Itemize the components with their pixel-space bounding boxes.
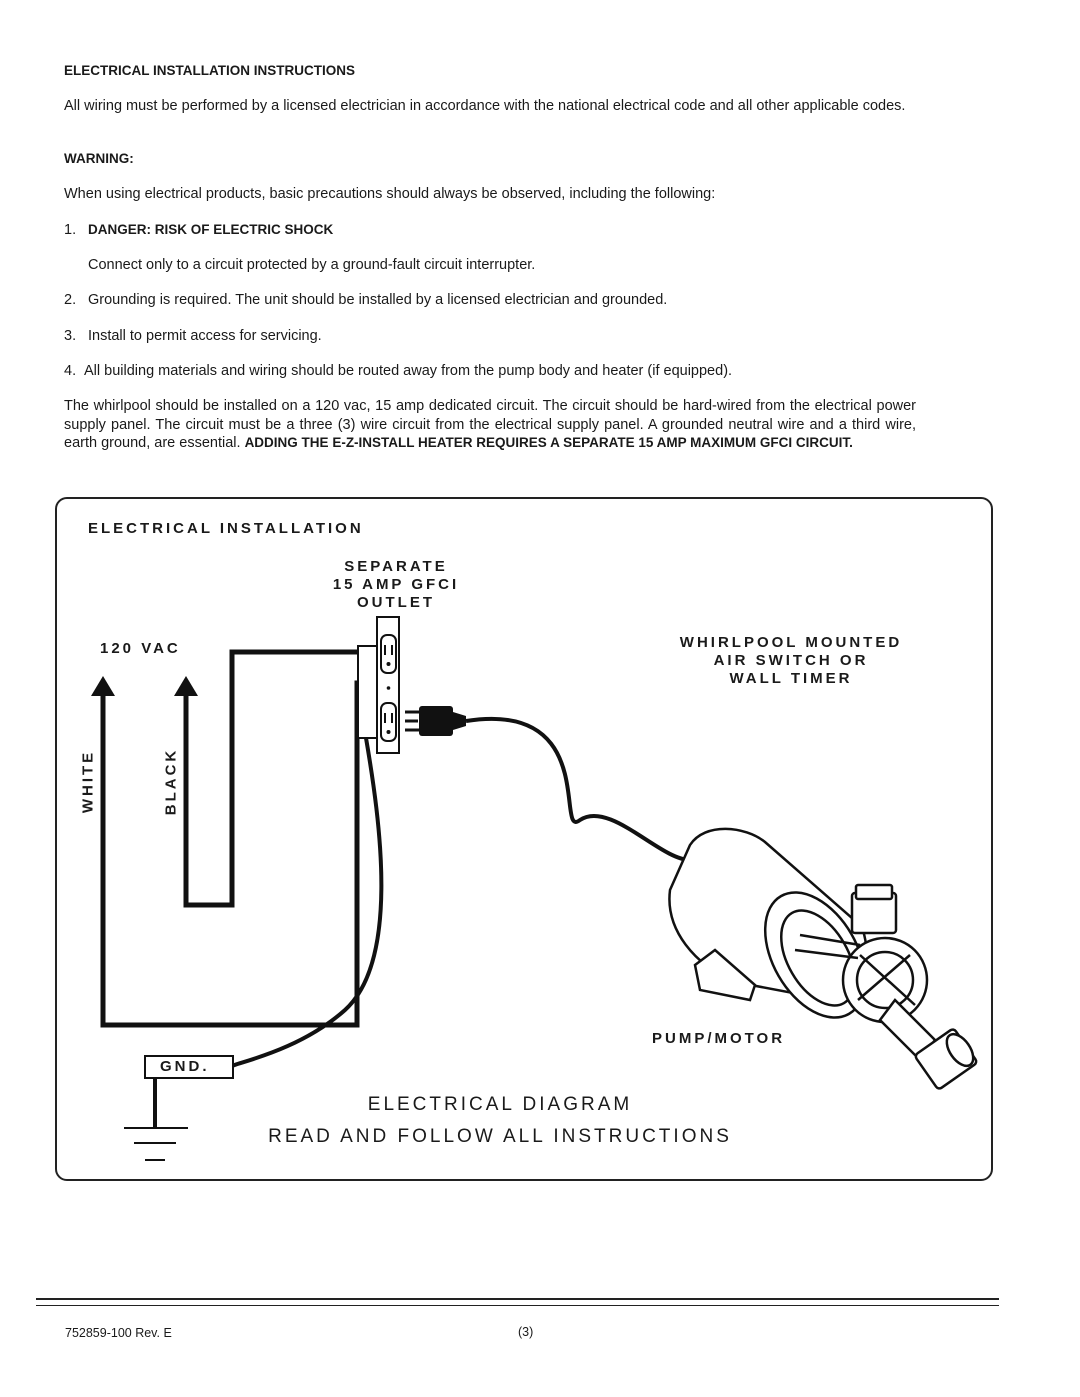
warning-text: When using electrical products, basic pr… bbox=[64, 186, 716, 202]
pump-motor-label: PUMP/MOTOR bbox=[652, 1030, 786, 1047]
diagram-title: ELECTRICAL INSTALLATION bbox=[88, 520, 364, 537]
switch-label-line: AIR SWITCH OR bbox=[713, 652, 869, 669]
switch-label: WHIRLPOOL MOUNTED AIR SWITCH OR WALL TIM… bbox=[650, 634, 932, 688]
footer-rule bbox=[36, 1298, 999, 1300]
black-wire bbox=[174, 649, 359, 908]
pump-cord bbox=[465, 716, 691, 862]
list-item-text: Connect only to a circuit protected by a… bbox=[88, 257, 536, 273]
diagram-caption-instructions: READ AND FOLLOW ALL INSTRUCTIONS bbox=[268, 1126, 732, 1147]
page-number: (3) bbox=[518, 1325, 534, 1339]
list-item-text: All building materials and wiring should… bbox=[84, 363, 733, 379]
list-item-text: Grounding is required. The unit should b… bbox=[88, 292, 668, 308]
circuit-bold-text: ADDING THE E-Z-INSTALL HEATER REQUIRES A… bbox=[244, 435, 853, 450]
list-item-number: 2. bbox=[64, 292, 77, 308]
ground-label: GND. bbox=[160, 1058, 210, 1075]
circuit-paragraph: The whirlpool should be installed on a 1… bbox=[64, 397, 916, 453]
document-number: 752859-100 Rev. E bbox=[65, 1326, 172, 1340]
ground-symbol bbox=[124, 1055, 234, 1161]
list-item-number: 4. bbox=[64, 363, 77, 379]
ground-wire bbox=[231, 737, 384, 1068]
outlet-label-line: 15 AMP GFCI bbox=[332, 576, 460, 593]
diagram-frame bbox=[55, 497, 993, 1181]
warning-heading: WARNING: bbox=[64, 151, 134, 166]
outlet-label: SEPARATE 15 AMP GFCI OUTLET bbox=[280, 558, 512, 612]
switch-label-line: WHIRLPOOL MOUNTED bbox=[679, 634, 903, 651]
voltage-label: 120 VAC bbox=[100, 640, 181, 657]
list-item-text: Install to permit access for servicing. bbox=[88, 328, 322, 344]
list-item-number: 1. bbox=[64, 222, 77, 238]
switch-label-line: WALL TIMER bbox=[729, 670, 853, 687]
outlet-label-line: OUTLET bbox=[357, 594, 435, 611]
circuit-text: The whirlpool should be installed on a 1… bbox=[64, 398, 916, 451]
list-item-number: 3. bbox=[64, 328, 77, 344]
outlet-label-line: SEPARATE bbox=[344, 558, 448, 575]
pump-motor-illustration bbox=[668, 827, 978, 1090]
diagram-caption: ELECTRICAL DIAGRAM bbox=[367, 1094, 633, 1115]
white-wire-label: WHITE bbox=[79, 749, 97, 814]
footer-rule-thin bbox=[36, 1305, 999, 1306]
black-wire-label: BLACK bbox=[162, 747, 180, 816]
power-plug bbox=[405, 706, 466, 736]
intro-paragraph: All wiring must be performed by a licens… bbox=[64, 98, 906, 114]
danger-heading: DANGER: RISK OF ELECTRIC SHOCK bbox=[88, 222, 334, 237]
instructions-heading: ELECTRICAL INSTALLATION INSTRUCTIONS bbox=[64, 63, 355, 78]
gfci-outlet bbox=[357, 616, 400, 754]
